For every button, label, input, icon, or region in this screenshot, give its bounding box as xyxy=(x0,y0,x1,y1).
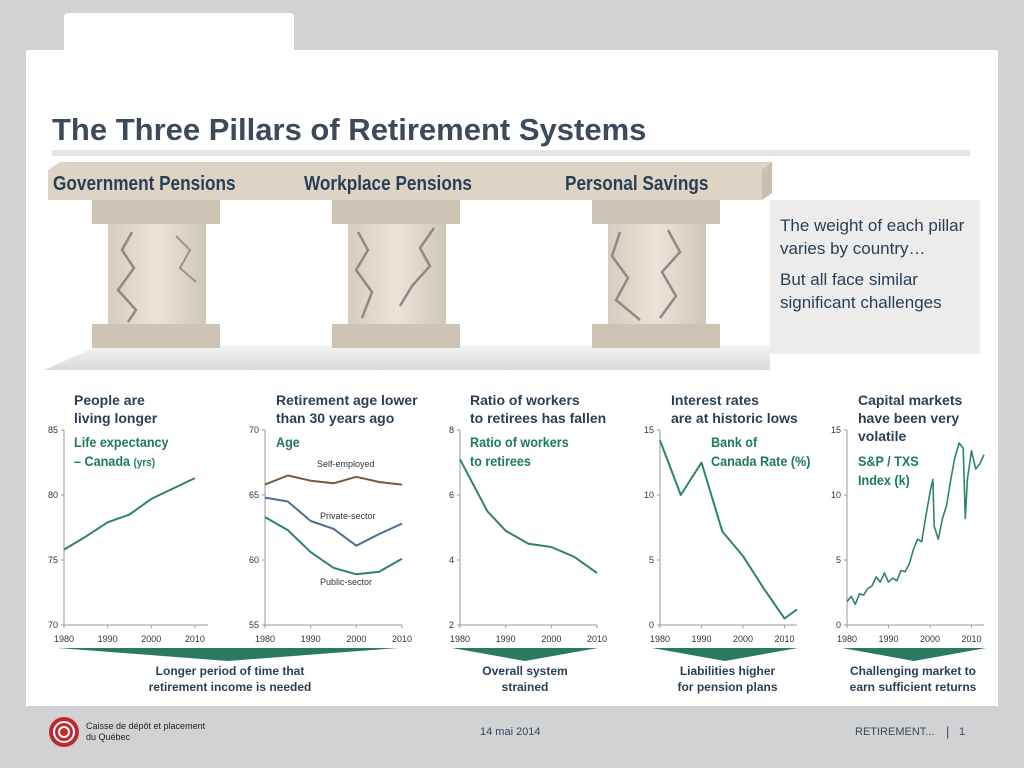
footer-date: 14 mai 2014 xyxy=(480,726,541,738)
pillar-personal xyxy=(592,200,720,348)
chart-1-sublabel: Life expectancy – Canada (yrs) xyxy=(74,434,169,469)
pillars-illustration xyxy=(44,162,772,370)
slide-tab xyxy=(64,13,294,53)
footer-page-number: 1 xyxy=(959,726,966,738)
pillar-label-workplace: Workplace Pensions xyxy=(304,173,472,195)
lintel-end xyxy=(762,162,772,200)
pillar-label-government: Government Pensions xyxy=(53,173,236,195)
pillar-gov xyxy=(92,200,220,348)
slide-title: The Three Pillars of Retirement Systems xyxy=(52,112,647,147)
pillar-floor xyxy=(44,345,770,370)
lintel-slab xyxy=(48,162,772,200)
title-rule xyxy=(52,150,970,156)
footer-section: RETIREMENT... xyxy=(855,726,935,738)
pillar-work xyxy=(332,200,460,348)
footer-separator: | xyxy=(946,724,950,739)
slide-canvas xyxy=(26,50,998,706)
chart-2-sublabel: Age xyxy=(276,434,300,450)
callout-line-2: But all face similar significant challen… xyxy=(780,270,942,312)
pillar-label-personal: Personal Savings xyxy=(565,173,709,195)
callout-line-1: The weight of each pillar varies by coun… xyxy=(780,216,965,258)
cdpq-logo-icon xyxy=(49,717,79,747)
callout-box: The weight of each pillar varies by coun… xyxy=(770,200,980,354)
